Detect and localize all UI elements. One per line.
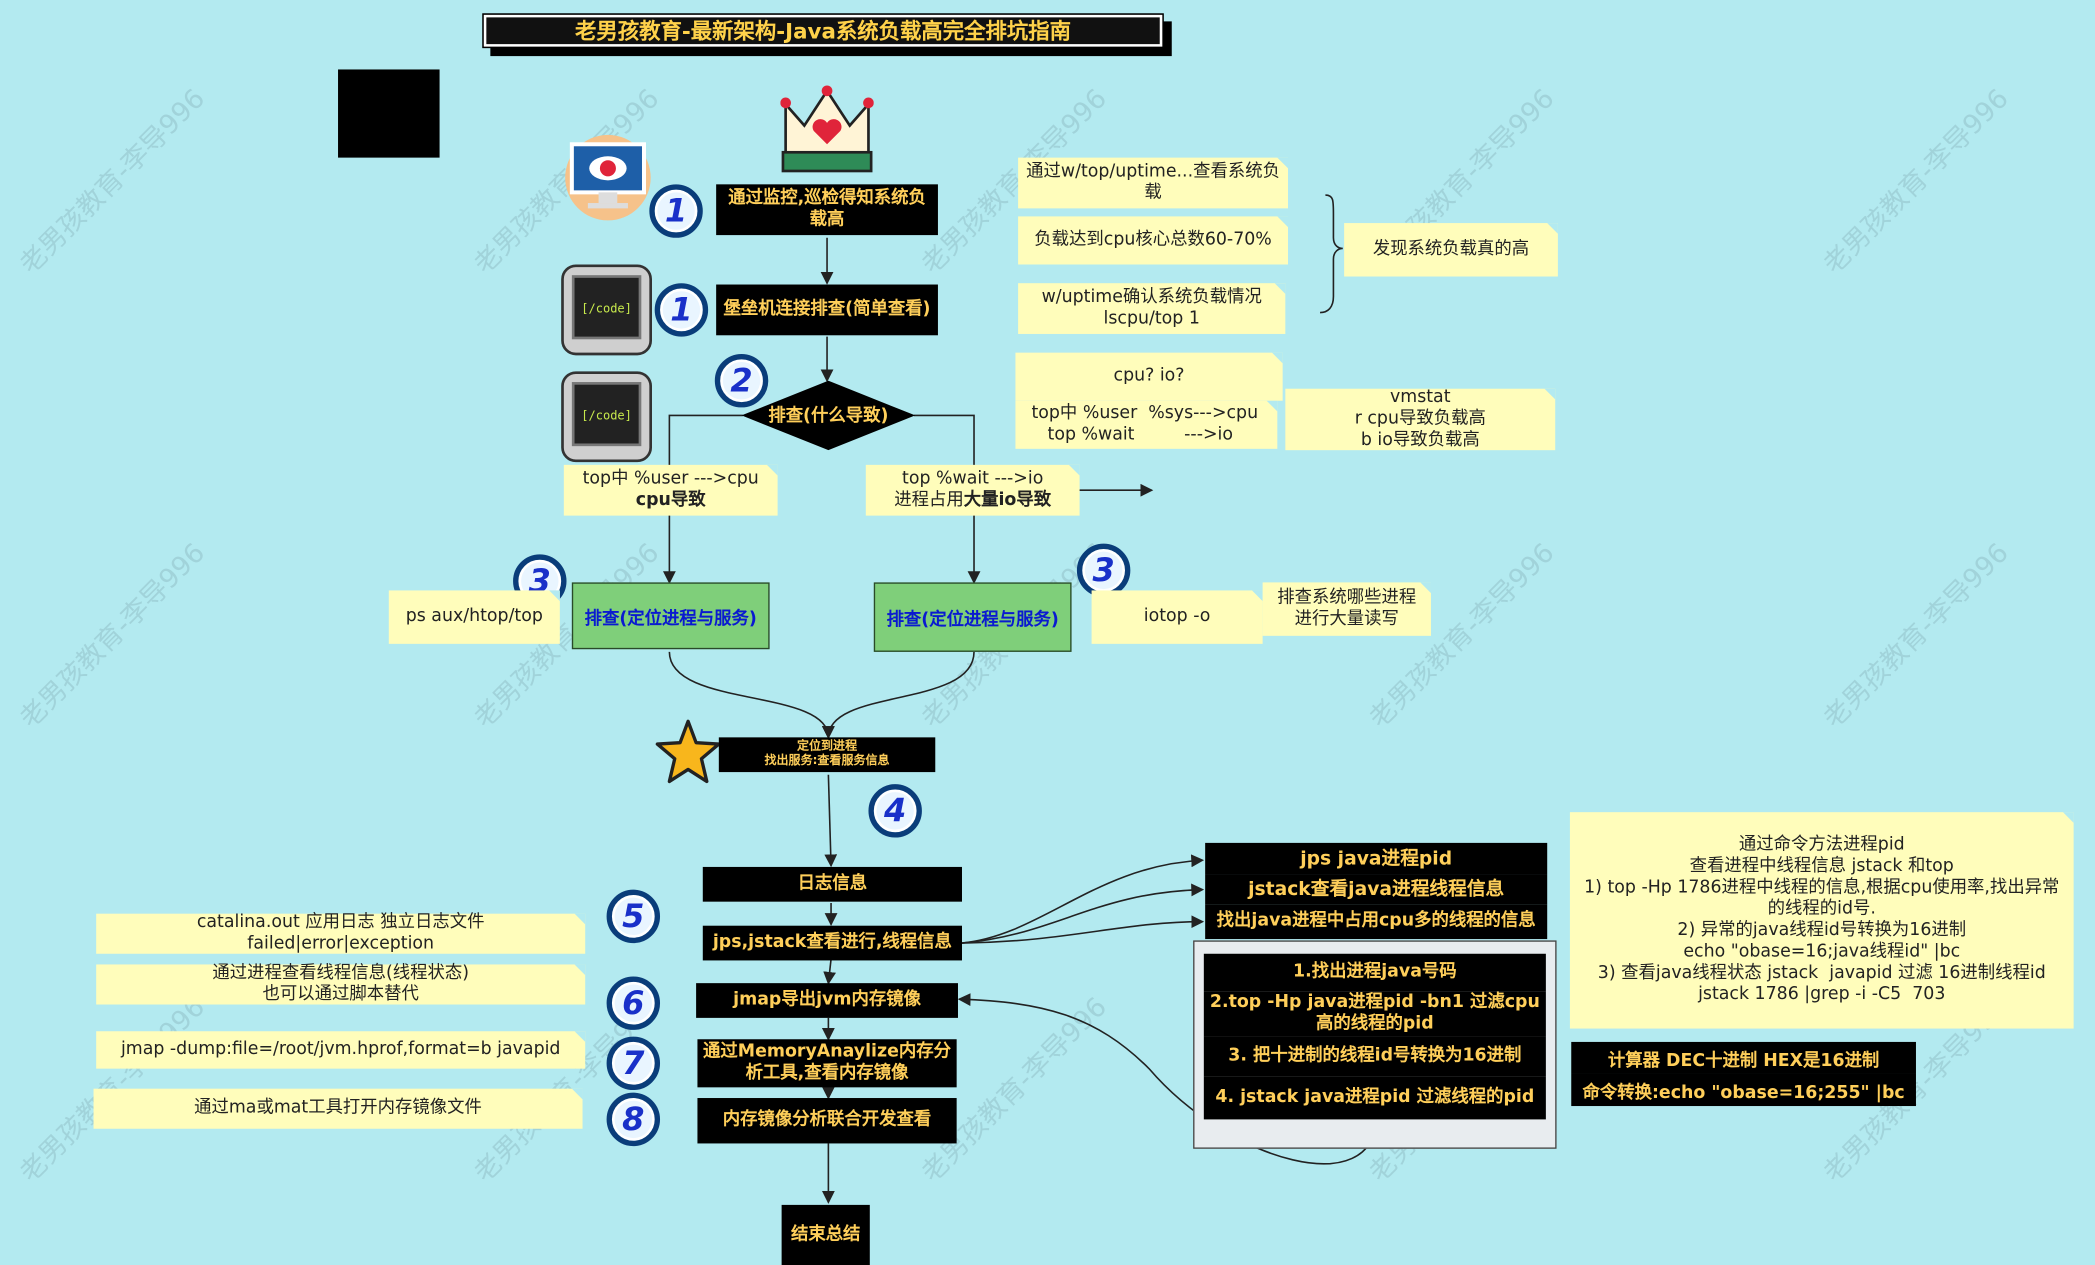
panel-step-4: 4. jstack java进程pid 过滤线程的pid	[1203, 1076, 1546, 1120]
note-line: top中 %user %sys--->cpu	[1031, 403, 1259, 424]
step-number-badge: 5	[606, 889, 661, 944]
note-line: 1) top -Hp 1786进程中线程的信息,根据cpu使用率,找出异常	[1584, 877, 2060, 898]
note-line: failed|error|exception	[247, 933, 435, 954]
jps-jstack-box: jps,jstack查看进行,线程信息	[702, 925, 962, 961]
step-bastion-box: 堡垒机连接排查(简单查看)	[716, 284, 938, 336]
cpu-thread-box: 找出java进程中占用cpu多的线程的信息	[1205, 904, 1548, 940]
note-line: w/uptime确认系统负载情况	[1041, 287, 1262, 308]
note-line: 2) 异常的java线程id号转换为16进制	[1677, 920, 1967, 941]
cpu-cause-note: top中 %user --->cpu cpu导致	[563, 464, 778, 516]
step-number-badge: 4	[868, 784, 922, 838]
cpu-or-io-note: cpu? io?	[1015, 352, 1283, 401]
conversion-command-box: 命令转换:echo "obase=16;255" |bc	[1571, 1073, 1916, 1107]
note-line: top %wait --->io	[1047, 424, 1233, 445]
jstack-thread-box: jstack查看java进程线程信息	[1205, 874, 1548, 905]
catalina-log-note: catalina.out 应用日志 独立日志文件 failed|error|ex…	[96, 912, 586, 954]
step-number-badge: 8	[606, 1092, 661, 1147]
star-icon	[655, 719, 721, 784]
note-line: lscpu/top 1	[1103, 308, 1200, 329]
load-threshold-note: 负载达到cpu核心总数60-70%	[1018, 216, 1289, 265]
panel-step-2: 2.top -Hp java进程pid -bn1 过滤cpu高的线程的pid	[1203, 991, 1546, 1037]
svg-text:[/code]: [/code]	[581, 408, 632, 422]
step-number-badge: 6	[606, 976, 661, 1030]
step-number-badge: 1	[654, 283, 709, 337]
note-line: jstack 1786 |grep -i -C5 703	[1698, 984, 1946, 1005]
step-monitor-box: 通过监控,巡检得知系统负载高	[716, 184, 938, 236]
locate-process-right-box: 排查(定位进程与服务)	[873, 582, 1072, 652]
jmap-command-note: jmap -dump:file=/root/jvm.hprof,format=b…	[96, 1031, 586, 1069]
note-line: 通过进程查看线程信息(线程状态)	[212, 963, 470, 984]
ps-command-note: ps aux/htop/top	[388, 590, 560, 644]
panel-step-3: 3. 把十进制的线程id号转换为16进制	[1203, 1036, 1546, 1077]
code-terminal-icon: [/code]	[561, 264, 653, 356]
locate-process-left-box: 排查(定位进程与服务)	[571, 582, 770, 650]
note-line: 查看进程中线程信息 jstack 和top	[1689, 856, 1954, 877]
check-load-note: 通过w/top/uptime...查看系统负载	[1018, 157, 1289, 209]
decision-diamond	[741, 380, 916, 451]
io-cause-note: top %wait --->io 进程占用大量io导致	[865, 464, 1080, 516]
note-line: 的线程的id号.	[1767, 898, 1876, 920]
svg-text:[/code]: [/code]	[581, 302, 632, 316]
jps-pid-box: jps java进程pid	[1205, 842, 1548, 875]
panel-step-1: 1.找出进程java号码	[1203, 953, 1546, 992]
box-line: 找出服务:查看服务信息	[764, 754, 890, 769]
black-square	[338, 69, 440, 158]
confirm-load-note: w/uptime确认系统负载情况 lscpu/top 1	[1018, 283, 1286, 334]
analyze-box: 内存镜像分析联合开发查看	[697, 1098, 957, 1144]
thread-info-note: 通过进程查看线程信息(线程状态) 也可以通过脚本替代	[96, 963, 586, 1005]
note-fragment: 导致	[1016, 490, 1052, 511]
method-explanation-note: 通过命令方法进程pid 查看进程中线程信息 jstack 和top 1) top…	[1569, 812, 2074, 1029]
locate-service-box: 定位到进程 找出服务:查看服务信息	[718, 737, 936, 773]
found-high-load-note: 发现系统负载真的高	[1344, 223, 1558, 277]
note-line: 3) 查看java线程状态 jstack javapid 过滤 16进制线程id	[1597, 963, 2046, 984]
vmstat-note: vmstat r cpu导致负载高 b io导致负载高	[1285, 387, 1556, 451]
top-metrics-note: top中 %user %sys--->cpu top %wait --->io	[1015, 400, 1278, 449]
note-line: 进程占用大量io导致	[894, 490, 1051, 511]
crown-icon	[780, 85, 874, 173]
end-summary-box: 结束总结	[781, 1204, 870, 1265]
note-line: b io导致负载高	[1360, 430, 1480, 451]
monitor-eye-icon	[565, 134, 651, 221]
note-line: cpu导致	[635, 490, 706, 511]
jmap-box: jmap导出jvm内存镜像	[696, 983, 958, 1018]
note-line: vmstat	[1390, 387, 1451, 408]
note-fragment: 进程占用	[894, 490, 964, 511]
step-number-badge: 1	[649, 184, 703, 238]
iotop-description-note: 排查系统哪些进程 进行大量读写	[1262, 582, 1431, 636]
note-line: catalina.out 应用日志 独立日志文件	[196, 912, 485, 933]
step-number-badge: 3	[1076, 543, 1131, 598]
box-line: 定位到进程	[796, 740, 858, 754]
iotop-command-note: iotop -o	[1091, 590, 1263, 644]
page-title: 老男孩教育-最新架构-Java系统负载高完全排坑指南	[482, 13, 1164, 49]
mat-box: 通过MemoryAnaylize内存分析工具,查看内存镜像	[697, 1039, 957, 1088]
note-fragment: 大量io	[963, 490, 1017, 511]
step-number-badge: 7	[606, 1036, 661, 1091]
decision-label: 排查(什么导致)	[768, 406, 889, 427]
mat-open-note: 通过ma或mat工具打开内存镜像文件	[93, 1088, 583, 1129]
note-line: 通过命令方法进程pid	[1738, 834, 1905, 855]
step-number-badge: 2	[714, 353, 769, 408]
log-info-box: 日志信息	[702, 866, 962, 902]
code-terminal-icon: [/code]	[561, 371, 653, 463]
note-line: r cpu导致负载高	[1354, 408, 1486, 429]
note-line: top中 %user --->cpu	[582, 468, 759, 489]
note-line: 排查系统哪些进程	[1277, 587, 1417, 608]
note-line: top %wait --->io	[902, 468, 1044, 489]
calculator-hint-box: 计算器 DEC十进制 HEX是16进制	[1571, 1041, 1916, 1074]
note-line: 进行大量读写	[1294, 609, 1399, 630]
note-line: 也可以通过脚本替代	[262, 984, 419, 1005]
note-line: echo "obase=16;java线程id" |bc	[1683, 941, 1961, 962]
